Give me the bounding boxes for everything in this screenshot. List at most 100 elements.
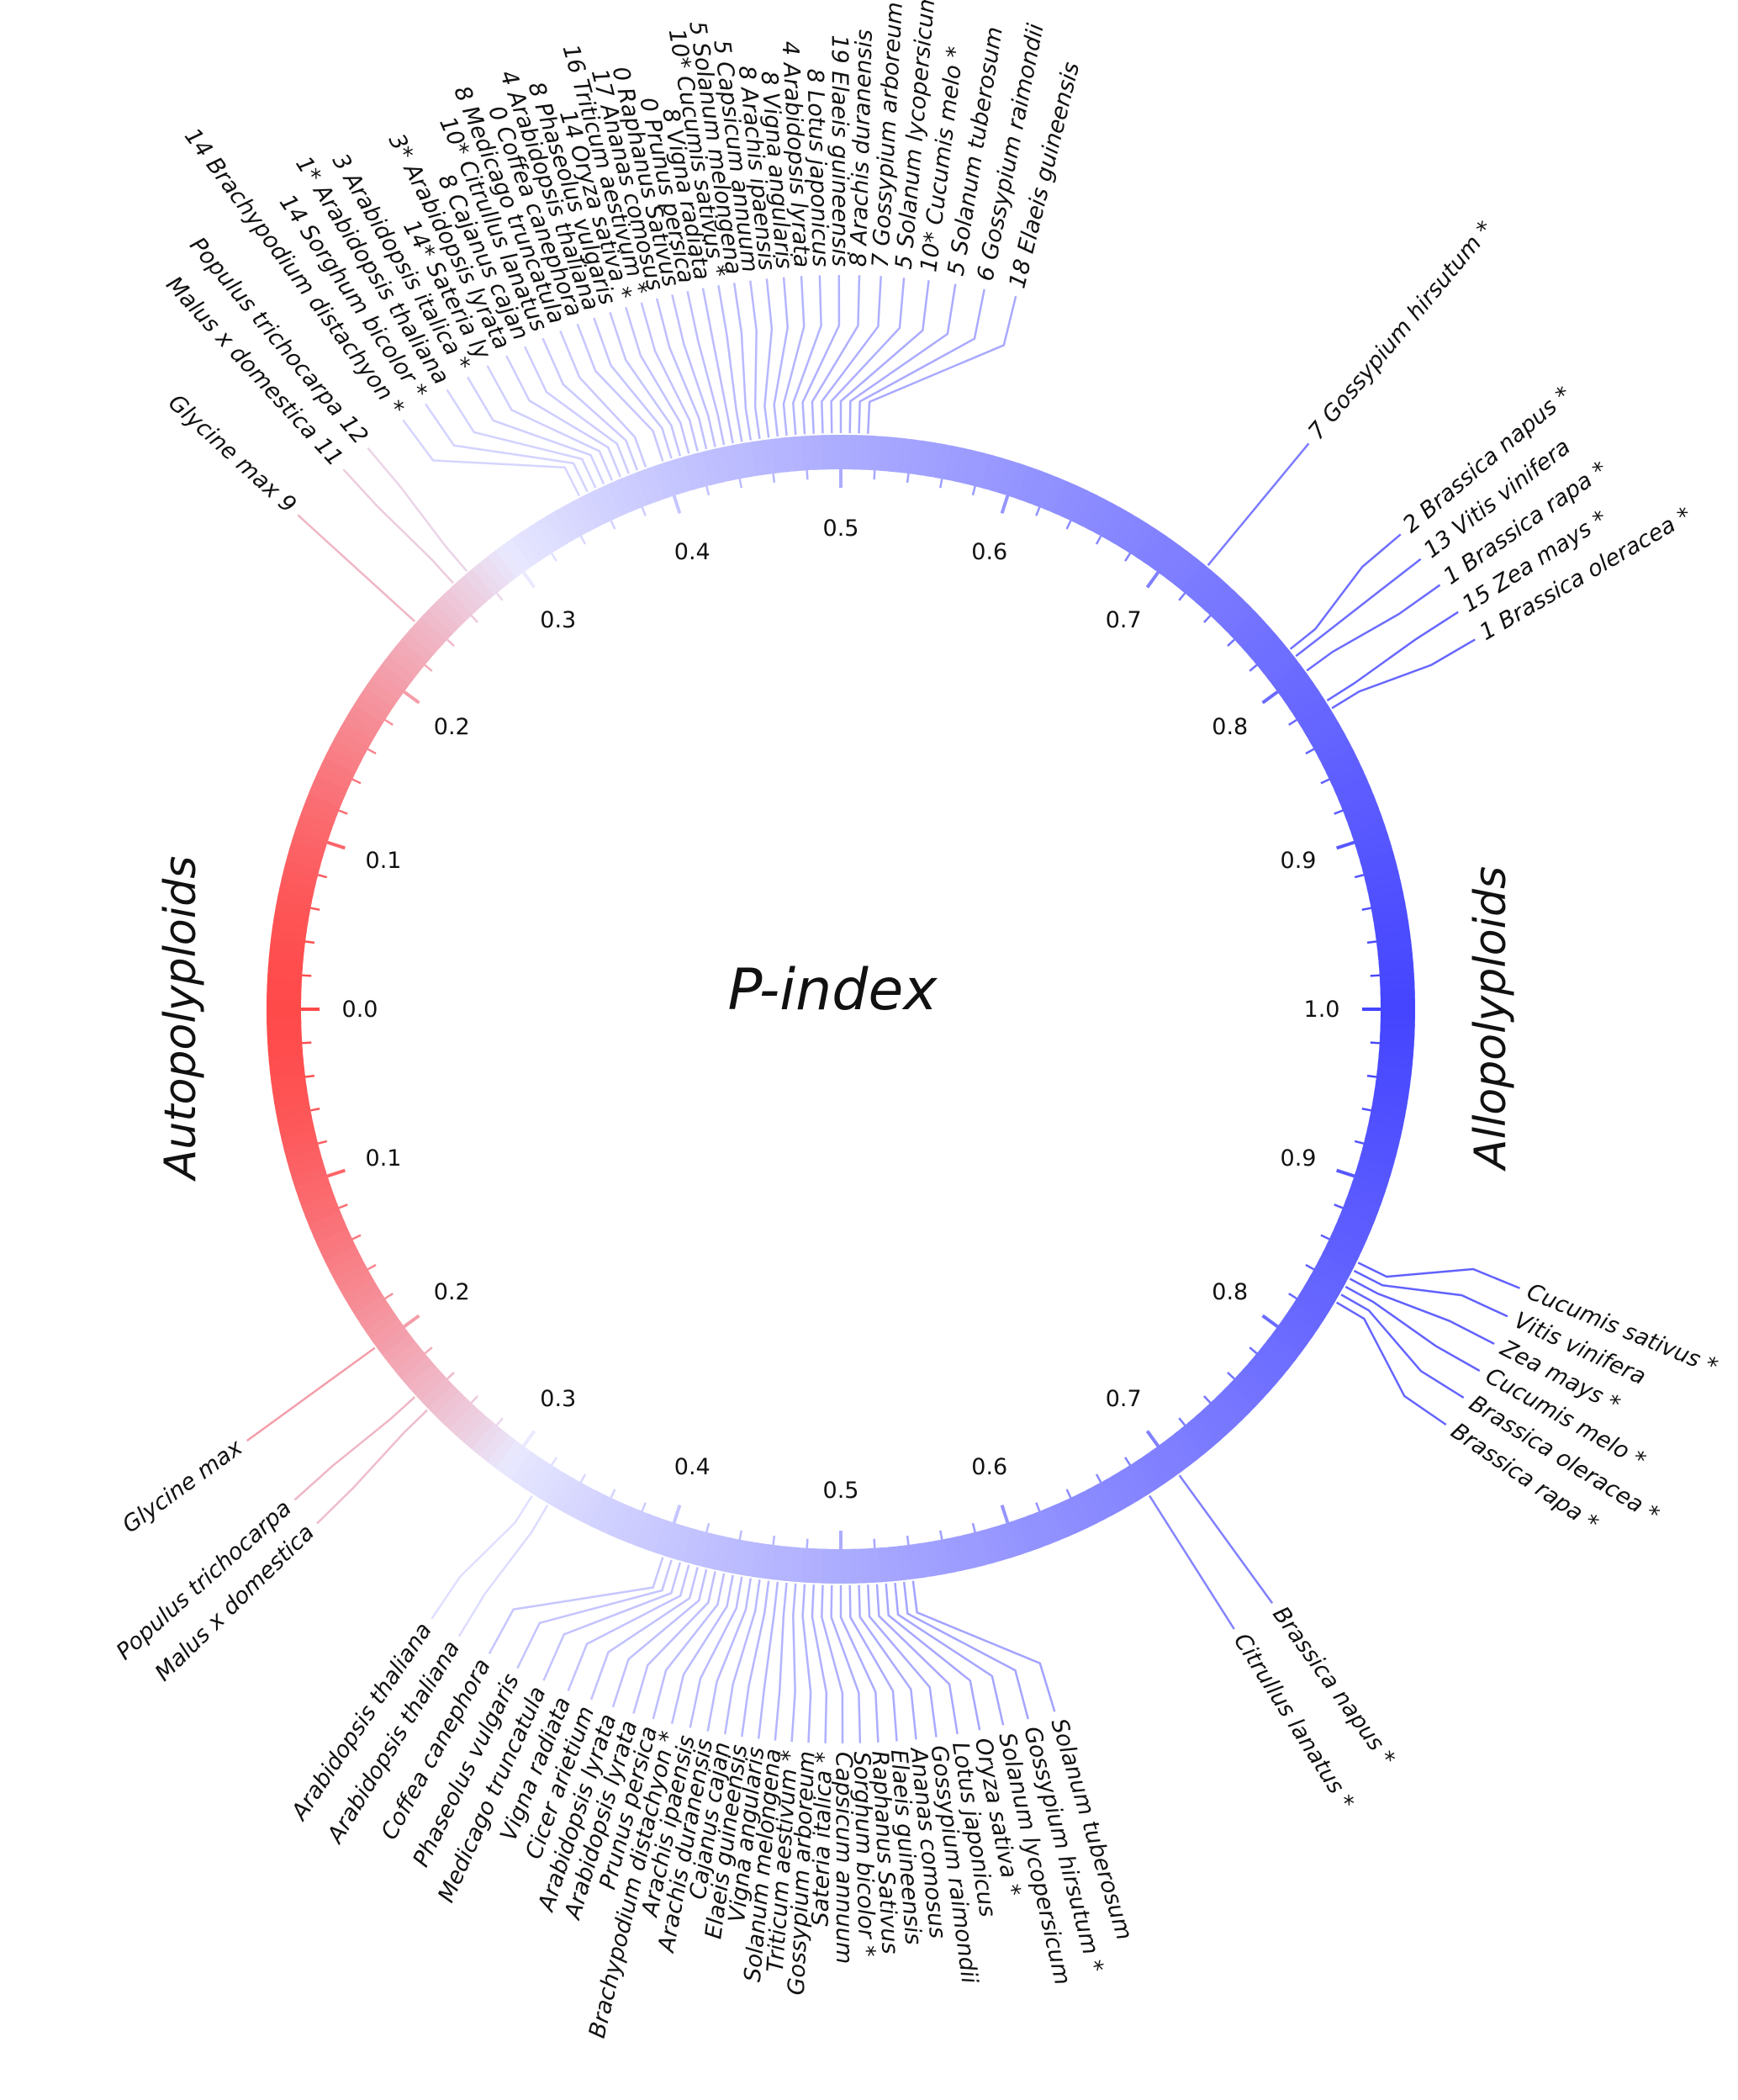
leader-line [367,447,468,572]
leader-line [782,276,806,436]
scale-tick [1336,840,1355,850]
scale-tick [906,473,910,484]
scale-tick [1366,940,1377,944]
leader-line [830,1584,862,1743]
tick-label-lower: 0.1 [366,1145,402,1172]
scale-tick [317,1140,328,1145]
leader-line [839,280,930,433]
leader-line [723,1579,761,1735]
leader-line [632,1571,716,1714]
scale-tick [1065,520,1072,530]
scale-tick [384,1293,394,1300]
leader-line [589,1567,699,1701]
leader-line [801,274,841,435]
tick-label-lower: 0.4 [674,1454,711,1480]
leader-line [1289,533,1402,650]
scale-tick [1178,1417,1186,1426]
scale-tick [1145,571,1160,589]
scale-tick [1095,1473,1102,1484]
scale-tick [641,506,647,516]
scale-tick [1203,1395,1212,1404]
leader-line [541,337,639,471]
species-label-upper: 8 Lotus japonicus [801,68,833,267]
scale-tick [470,615,478,623]
leader-line [486,365,614,481]
scale-tick [1227,1372,1235,1380]
scale-tick [310,1108,320,1112]
tick-label-upper: 0.1 [366,848,402,874]
leader-line [671,294,716,447]
allopolyploids-label: Allopolyploids [1466,866,1516,1172]
scale-tick [1261,1314,1279,1328]
leader-line [686,291,726,446]
leader-line [1295,558,1422,658]
scale-tick [384,718,394,726]
scale-tick [806,1538,809,1548]
tick-label-upper: 0.0 [342,997,378,1023]
tick-label-lower: 0.2 [434,1279,470,1305]
leader-line [858,1584,917,1740]
scale-tick [705,485,711,496]
leader-line [821,276,882,434]
species-label-lower: Sateria italica * [808,1751,837,1926]
scale-tick [610,1489,616,1499]
scale-tick [1320,778,1330,785]
leader-line [741,1580,770,1738]
scale-tick [424,1346,433,1355]
tick-layer: 0.00.10.20.30.40.50.60.70.80.91.00.10.20… [301,469,1381,1549]
leader-line [652,1573,726,1720]
scale-tick [1035,506,1041,516]
leader-line [402,419,581,497]
tick-label-upper: 0.4 [674,539,711,565]
leader-line [567,1564,690,1691]
scale-tick [1261,690,1279,705]
leader-line [625,306,690,454]
leader-line [316,1409,428,1525]
scale-tick [1124,553,1132,562]
scale-tick [939,1530,943,1540]
tick-label-lower: 0.7 [1106,1386,1142,1412]
scale-tick [579,535,587,545]
scale-tick [550,553,557,562]
leader-line [749,280,761,440]
tick-label-upper: 0.9 [1281,848,1317,874]
leader-line [848,283,957,434]
leader-line [839,1585,880,1743]
leader-layer [246,274,1520,1744]
scale-tick [1354,1140,1365,1145]
scale-tick [1361,907,1371,911]
scale-tick [610,520,616,530]
scale-tick [1288,718,1297,726]
tick-label-lower: 0.5 [823,1478,859,1504]
scale-tick [1227,638,1235,647]
leader-line [867,295,1017,434]
scale-tick [1035,1502,1041,1512]
leader-line [894,1582,1005,1726]
leader-line [1207,442,1310,566]
scale-tick [738,479,742,489]
leader-line [670,1574,734,1724]
scale-tick [424,664,433,672]
leader-line [431,1494,534,1620]
leader-line [611,1568,708,1708]
leader-line [457,1504,549,1637]
scale-tick [1336,1168,1355,1178]
leader-line [505,355,622,478]
scale-tick [1370,1041,1380,1045]
scale-tick [522,1430,536,1447]
scale-tick [367,1263,377,1271]
leader-line [655,298,708,450]
scale-tick [1320,1234,1330,1240]
leader-line [848,1584,898,1742]
species-label-upper: 8 Arachis duranensis [846,29,878,267]
chart-title: P-index [727,957,938,1024]
scale-tick [1249,1346,1258,1355]
leader-line [576,323,664,462]
scale-tick [971,485,976,496]
scale-tick [446,1372,455,1380]
scale-tick [326,1168,346,1178]
species-label-lower: Capsicum annuum [831,1752,858,1964]
scale-tick [302,1041,312,1045]
scale-tick [310,907,320,911]
leader-line [593,317,673,459]
